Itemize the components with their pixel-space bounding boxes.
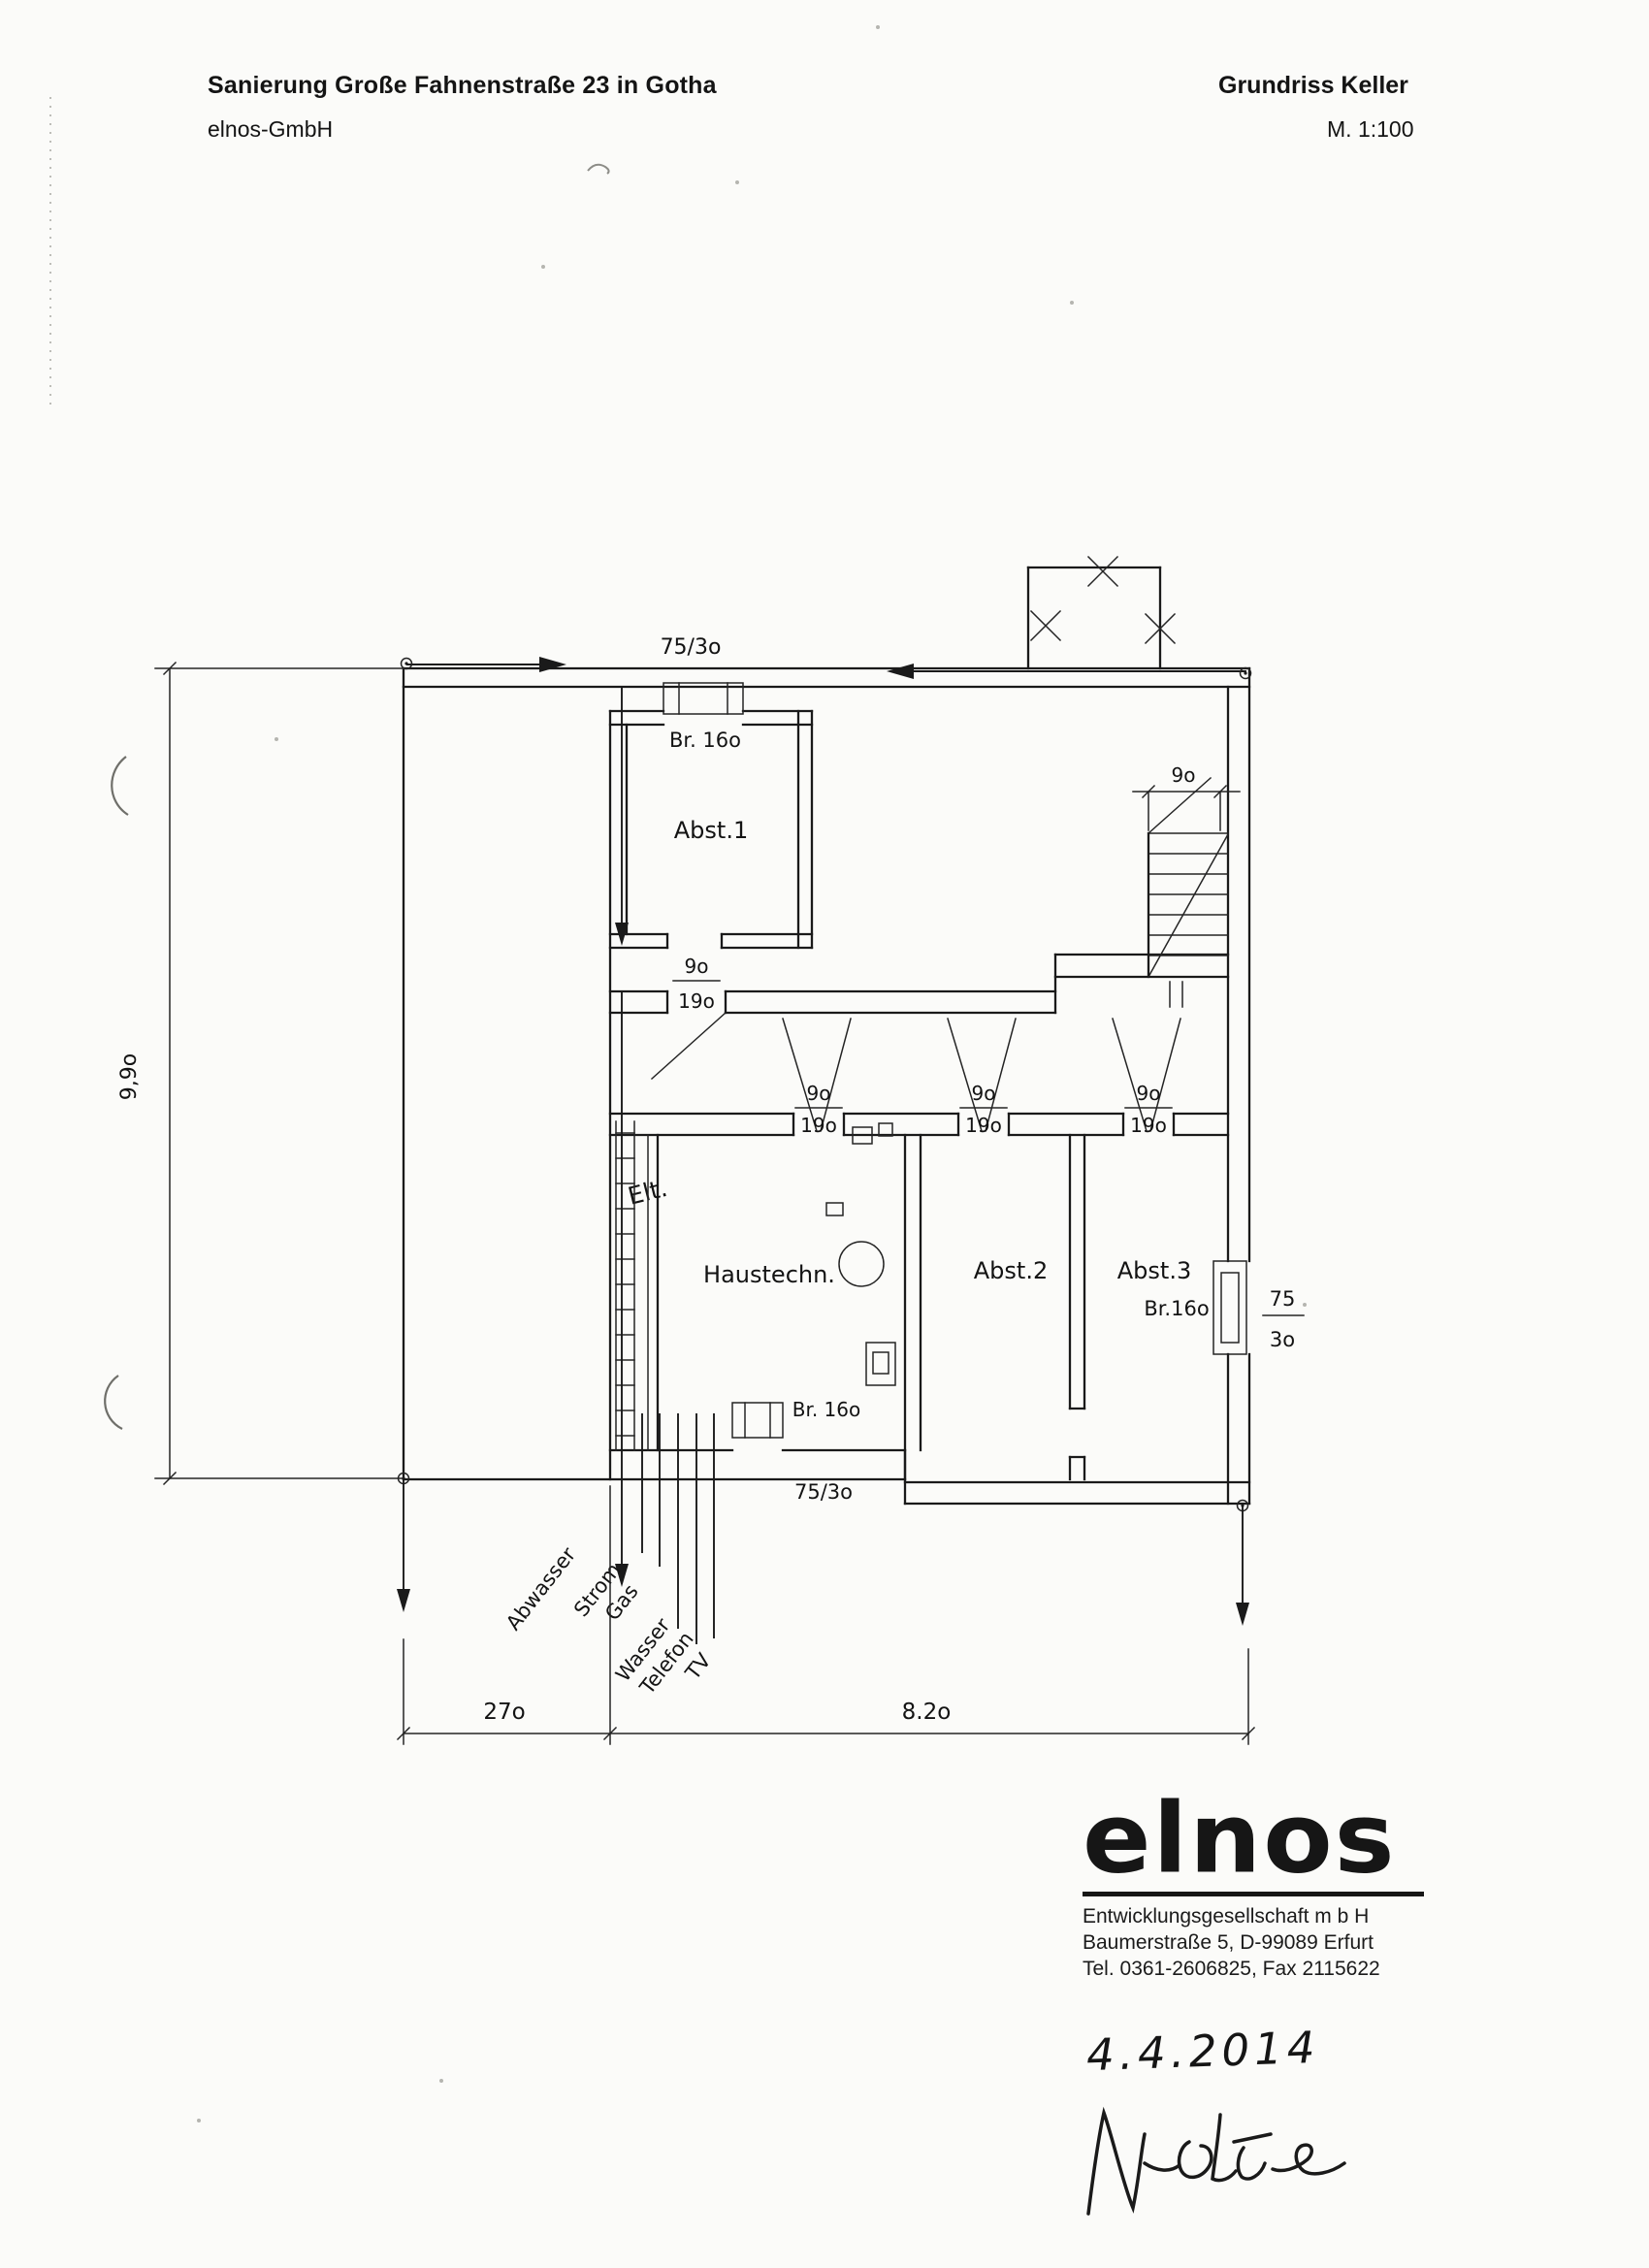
svg-text:8.2o: 8.2o [902,1700,952,1725]
svg-text:9o: 9o [1137,1082,1161,1105]
stair-width-dimension: 9o [1132,763,1241,831]
svg-text:9o: 9o [807,1082,831,1105]
utility-labels: Abwasser Strom Gas Wasser Telefon TV [501,1542,716,1700]
abst1-door-dimension: 9o 19o [672,955,721,1013]
svg-text:75: 75 [1270,1287,1296,1311]
light-shaft [1026,555,1177,670]
company-logo-block: elnos Entwicklungsgesellschaft m b H Bau… [1083,1781,1424,1982]
right-window: 75 3o [1212,1260,1305,1355]
svg-text:19o: 19o [1130,1114,1167,1137]
company-name: elnos-GmbH [208,116,334,142]
drawing-title: Grundriss Keller [1218,72,1408,99]
room-abst1: Br. 16o Abst.1 9o 19o [608,682,814,1481]
top-window-dimension: 75/3o [406,635,1246,679]
svg-text:19o: 19o [965,1114,1002,1137]
svg-text:19o: 19o [800,1114,837,1137]
lower-room-doors: 9o 19o 9o 19o 9o 19o [782,1018,1181,1137]
room-haustechn-label: Haustechn. [703,1261,835,1288]
utility-lines [397,686,1249,1644]
logo-underline [1083,1891,1424,1896]
door-dim-abst2: 9o 19o [959,1082,1008,1137]
scan-artifacts [49,25,1307,2122]
top-window-label: Br. 16o [669,729,741,752]
bottom-window-dim-label: 75/3o [794,1480,853,1504]
svg-text:9,9o: 9,9o [117,1053,142,1100]
room-abst1-label: Abst.1 [674,817,748,844]
svg-text:9o: 9o [685,955,709,978]
room-abst3-label: Abst.3 [1117,1257,1191,1284]
svg-text:3o: 3o [1270,1328,1295,1351]
lower-rooms-walls [608,1112,1230,1481]
svg-text:9o: 9o [972,1082,996,1105]
right-window-label: Br.16o [1144,1297,1209,1320]
top-window-symbol [663,682,744,715]
elnos-logo: elnos [1083,1781,1397,1895]
handwritten-date: 4.4.2014 [1085,2021,1321,2082]
boiler-symbol [838,1241,885,1287]
staircase: 9o [1132,763,1241,1008]
project-title: Sanierung Große Fahnenstraße 23 in Gotha [208,72,717,99]
utility-abwasser: Abwasser [501,1542,580,1635]
top-window-dim-label: 75/3o [661,635,722,660]
left-height-dimension: 9,9o [117,661,404,1486]
logo-phone: Tel. 0361-2606825, Fax 2115622 [1083,1957,1380,1980]
utility-channel [615,1120,649,1451]
svg-text:9o: 9o [1172,763,1196,787]
room-abst2-label: Abst.2 [974,1257,1048,1284]
logo-address: Baumerstraße 5, D-99089 Erfurt [1083,1930,1374,1954]
logo-company-name: Entwicklungsgesellschaft m b H [1083,1904,1370,1928]
svg-text:27o: 27o [483,1700,525,1725]
abst1-door-swing [650,1011,728,1081]
bottom-window: Br. 16o 75/3o [731,1398,861,1504]
svg-text:19o: 19o [678,989,715,1013]
drawing-scale: M. 1:100 [1327,116,1414,142]
bottom-window-label: Br. 16o [792,1398,861,1421]
corridor-walls [608,953,1230,1015]
signature [1086,2106,1346,2216]
bottom-width-dimension: 27o 8.2o [396,1485,1256,1745]
shaft-x-marks [1029,555,1177,645]
door-dim-abst3: 9o 19o [1124,1082,1173,1137]
door-dim-haustechn: 9o 19o [794,1082,843,1137]
haustechn-equipment [825,1122,896,1386]
